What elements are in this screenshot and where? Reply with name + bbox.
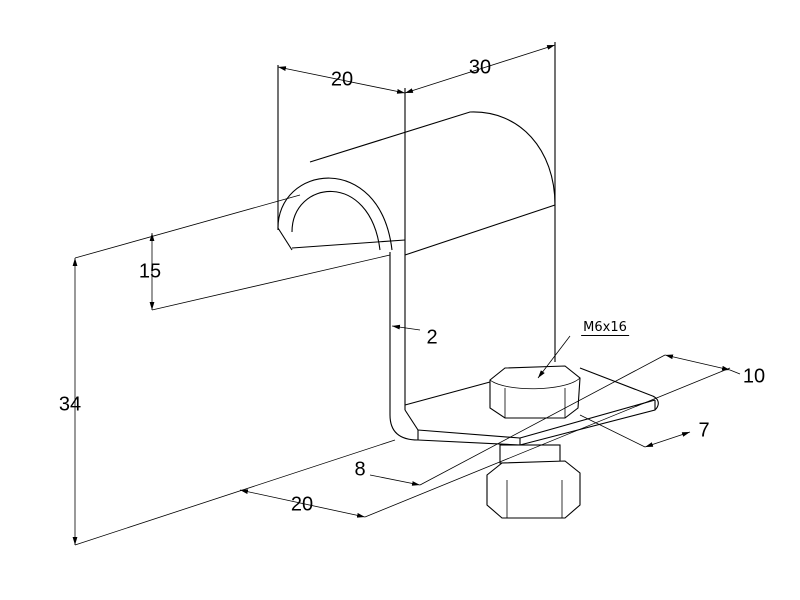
bracket-body [277, 42, 659, 446]
dim-thickness: 2 [426, 326, 438, 349]
bolt-callout: M6x16 [581, 320, 629, 336]
nut [486, 444, 581, 519]
dim-top-width: 30 [468, 56, 492, 79]
dim-slot-offset: 8 [354, 458, 366, 481]
dim-top-depth: 20 [330, 68, 354, 91]
dim-slot-length: 10 [742, 365, 766, 388]
dim-overall-height: 34 [58, 393, 82, 416]
bolt-head [489, 365, 581, 419]
dim-base-depth: 20 [290, 493, 314, 516]
dim-slot-width: 7 [698, 419, 710, 442]
dim-hook-height: 15 [138, 260, 162, 283]
dimension-lines [72, 44, 741, 546]
